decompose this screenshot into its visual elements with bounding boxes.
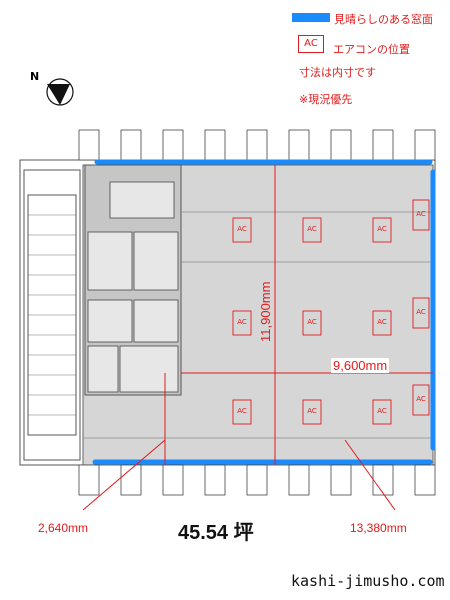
ac-unit xyxy=(232,399,252,425)
ac-unit-label: AC xyxy=(416,210,426,218)
ac-unit xyxy=(302,217,322,243)
ac-unit-label: AC xyxy=(416,308,426,316)
current-state-note: ※現況優先 xyxy=(299,93,353,106)
ac-unit-label: AC xyxy=(377,318,387,326)
depth-dimension-label: 11,900mm xyxy=(258,281,273,342)
dimension-lines xyxy=(82,165,433,511)
ac-unit xyxy=(412,297,430,329)
ac-legend-box: AC xyxy=(298,35,324,53)
north-label: N xyxy=(30,70,40,83)
ac-unit-label: AC xyxy=(377,225,387,233)
ac-position-legend-label: エアコンの位置 xyxy=(333,43,410,56)
ac-unit-label: AC xyxy=(307,318,317,326)
ac-unit xyxy=(302,399,322,425)
ac-unit-label: AC xyxy=(416,395,426,403)
inner-dimensions-note: 寸法は内寸です xyxy=(299,66,376,79)
stair-treads xyxy=(28,214,76,416)
left-width-dimension-label: 2,640mm xyxy=(38,521,89,535)
ac-unit xyxy=(302,310,322,336)
bottom-width-dimension-label: 13,380mm xyxy=(350,521,407,535)
view-window-legend-label: 見晴らしのある窓面 xyxy=(334,13,433,26)
ac-unit-label: AC xyxy=(237,318,247,326)
ac-unit xyxy=(232,217,252,243)
ac-unit-label: AC xyxy=(307,407,317,415)
ac-unit xyxy=(232,310,252,336)
ac-unit xyxy=(372,310,392,336)
floor-area-label: 45.54 坪 xyxy=(178,522,254,544)
ac-unit-label: AC xyxy=(237,407,247,415)
ac-unit xyxy=(372,217,392,243)
ac-unit-label: AC xyxy=(237,225,247,233)
core-rooms xyxy=(87,181,179,393)
north-arrow-icon xyxy=(30,72,76,112)
ac-unit-label: AC xyxy=(307,225,317,233)
span-dimension-label: 9,600mm xyxy=(331,358,390,373)
ac-unit-label: AC xyxy=(377,407,387,415)
ac-unit xyxy=(372,399,392,425)
site-url-label: kashi-jimusho.com xyxy=(291,572,445,590)
ac-unit xyxy=(412,384,430,416)
ac-units xyxy=(232,199,430,425)
bottom-columns xyxy=(78,464,436,496)
top-columns xyxy=(78,129,436,161)
ac-unit xyxy=(412,199,430,231)
view-window-legend-swatch xyxy=(292,13,330,22)
view-windows xyxy=(92,159,436,465)
